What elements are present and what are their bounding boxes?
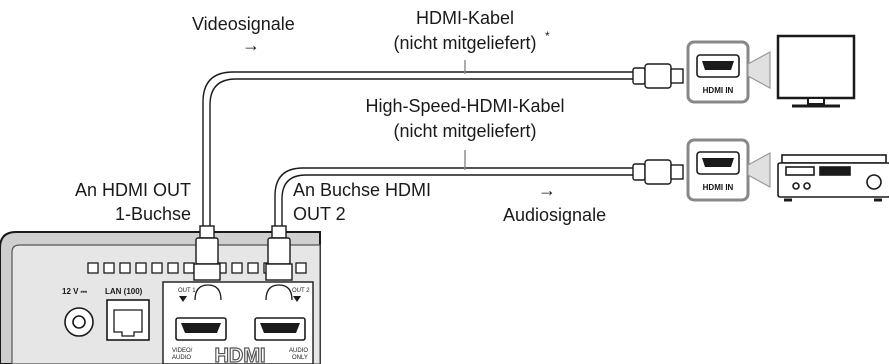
player-device: 12 V ⎓ LAN (100) OUT 1 OUT 2 VIDEO/ AUDI… [0,231,321,364]
tv-icon [776,34,856,108]
audio-direction-arrow: → [538,180,556,200]
hdmi-out2-port [254,317,306,341]
video-audio-label-line1: VIDEO/ [172,348,193,354]
tv-port-pointer [747,50,771,90]
lan-label: LAN (100) [105,287,143,296]
to-out2-label-line1: An Buchse HDMI [293,180,431,200]
video-direction-arrow: → [242,35,260,55]
hdmi-out1-port [175,317,227,341]
out2-marker-icon [293,296,301,302]
to-out2-label-line2: OUT 2 [293,204,346,224]
video-audio-label-line2: AUDIO [172,355,191,361]
receiver-port-label: HDMI IN [703,183,734,192]
audio-cable-plug-right [632,159,684,185]
to-out1-label-line1: An HDMI OUT [75,180,191,200]
high-speed-cable-label: High-Speed-HDMI-Kabel [365,96,564,116]
video-signals-label: Videosignale [192,14,295,34]
audio-only-label-line2: ONLY [292,355,308,361]
tv-hdmi-in-port: HDMI IN [686,40,750,104]
asterisk-note: * [545,29,550,43]
audio-cable-plug-device [265,225,293,281]
out1-marker-icon [179,296,187,302]
to-out1-label-line2: 1-Buchse [115,204,191,224]
video-cable-plug-device [193,225,221,281]
lan-port-icon [106,299,150,341]
tv-port-label: HDMI IN [703,86,734,95]
high-speed-cable-note: (nicht mitgeliefert) [393,121,536,141]
hdmi-cable-label: HDMI-Kabel [416,8,514,28]
power-label: 12 V ⎓ [62,287,88,296]
audio-only-label-line1: AUDIO [289,348,308,354]
out1-label: OUT 1 [178,288,196,294]
video-cable-plug-right [632,63,684,89]
hdmi-cable-note: (nicht mitgeliefert) [393,33,536,53]
receiver-hdmi-in-port: HDMI IN [686,138,750,202]
av-receiver-icon [777,154,889,202]
audio-signals-label: Audiosignale [503,205,606,225]
hdmi-cable-video [202,71,635,228]
out2-label: OUT 2 [292,288,310,294]
hdmi-logo: HDMI [214,345,265,364]
hdmi-cable-audio [274,167,635,228]
receiver-port-pointer [747,151,771,189]
